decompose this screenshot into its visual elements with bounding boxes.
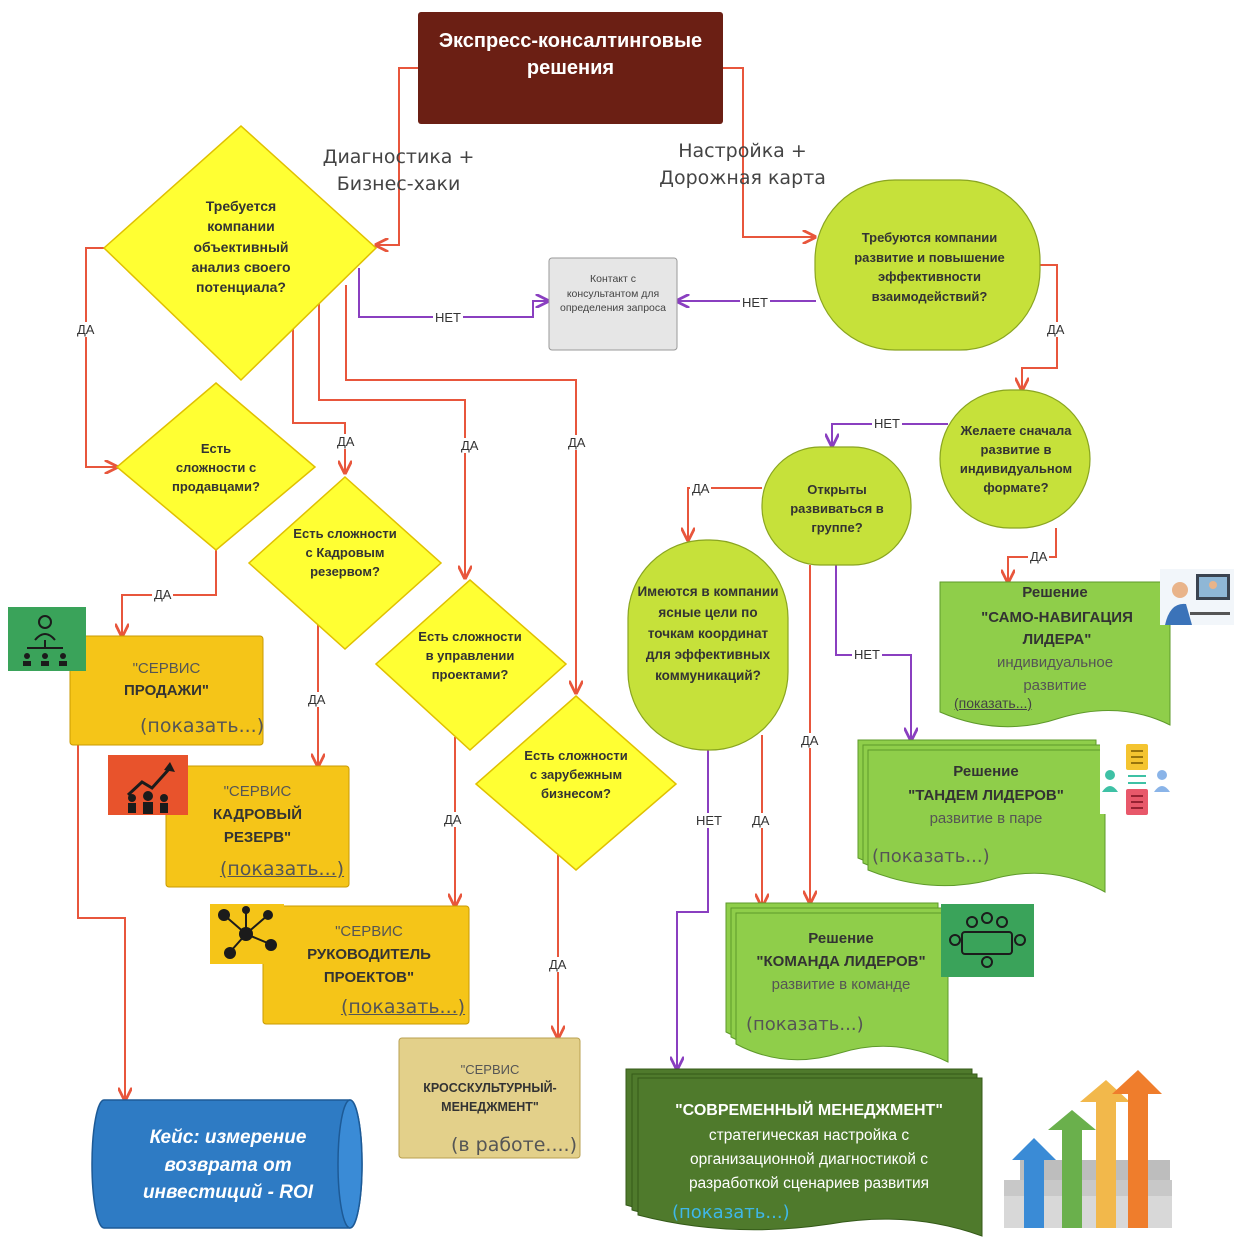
solution-self-sub: индивидуальное развитие bbox=[996, 654, 1114, 694]
edge-label-yes: ДА bbox=[459, 438, 481, 453]
service-sales-title2: ПРОДАЖИ" bbox=[123, 682, 210, 699]
intl-diamond bbox=[474, 695, 678, 871]
solution-self-name: "САМО-НАВИГАЦИЯ ЛИДЕРА" bbox=[981, 609, 1133, 648]
q5-shape bbox=[627, 539, 789, 751]
q1-diamond bbox=[102, 124, 378, 382]
edge-label-yes: ДА bbox=[335, 434, 357, 449]
edge-label-yes: ДА bbox=[799, 733, 821, 748]
solution-tandem-name: "ТАНДЕМ ЛИДЕРОВ" bbox=[908, 787, 1064, 804]
hr-question-text: Есть сложности с Кадровым резервом? bbox=[293, 526, 397, 579]
solution-modern-name: "СОВРЕМЕННЫЙ МЕНЕДЖМЕНТ" bbox=[675, 1102, 943, 1119]
service-pm-box bbox=[262, 905, 470, 1025]
service-hr-title3: РЕЗЕРВ" bbox=[223, 829, 292, 846]
solution-self-shape bbox=[939, 581, 1171, 728]
service-hr-link[interactable]: (показать...) bbox=[219, 858, 345, 880]
edge-label-no: НЕТ bbox=[872, 416, 902, 431]
video-call-icon bbox=[1160, 569, 1234, 625]
solution-modern-link[interactable]: (показать...) bbox=[672, 1202, 790, 1223]
solution-team-link[interactable]: (показать...) bbox=[746, 1014, 864, 1035]
q4-shape bbox=[761, 446, 912, 566]
q2-shape bbox=[814, 179, 1041, 351]
contact-box bbox=[548, 257, 678, 351]
title-box bbox=[418, 12, 723, 124]
network-people-icon bbox=[210, 904, 284, 964]
edge-label-no: НЕТ bbox=[694, 813, 724, 828]
edge-label-yes: ДА bbox=[690, 481, 712, 496]
solution-tandem-shape bbox=[867, 749, 1106, 893]
solution-team-name: "КОМАНДА ЛИДЕРОВ" bbox=[756, 953, 926, 970]
people-hierarchy-icon bbox=[8, 607, 86, 671]
branch-left-label: Диагностика + Бизнес-хаки bbox=[322, 146, 475, 195]
service-intl-link[interactable]: (в работе....) bbox=[450, 1134, 578, 1156]
edge-label-yes: ДА bbox=[750, 813, 772, 828]
q1-text: Требуется компании объективный анализ св… bbox=[191, 198, 291, 296]
solution-team-sub: развитие в команде bbox=[771, 976, 911, 993]
service-pm-title2: РУКОВОДИТЕЛЬ bbox=[307, 946, 431, 963]
solution-team-head: Решение bbox=[808, 930, 874, 947]
edge-label-yes: ДА bbox=[442, 812, 464, 827]
growth-people-icon bbox=[108, 755, 188, 815]
service-hr-title2: КАДРОВЫЙ bbox=[212, 806, 302, 823]
pair-exchange-icon bbox=[1100, 742, 1172, 815]
solution-team-shape bbox=[735, 912, 949, 1063]
solution-tandem-sub: развитие в паре bbox=[929, 810, 1043, 827]
branch-right-label: Настройка + Дорожная карта bbox=[659, 140, 826, 189]
sales-diamond bbox=[115, 382, 317, 551]
edge-label-yes: ДА bbox=[1028, 549, 1050, 564]
service-intl-title1: "СЕРВИС bbox=[460, 1062, 520, 1077]
solution-tandem-link[interactable]: (показать...) bbox=[872, 846, 990, 867]
edge-label-yes: ДА bbox=[75, 322, 97, 337]
solution-self-head: Решение bbox=[1022, 584, 1088, 601]
q3-text: Желаете сначала развитие в индивидуально… bbox=[959, 423, 1073, 495]
intl-question-text: Есть сложности с зарубежным бизнесом? bbox=[524, 748, 628, 801]
q4-text: Открыты развиваться в группе? bbox=[790, 482, 884, 535]
service-pm-title1: "СЕРВИС bbox=[335, 923, 403, 940]
solution-modern-shape bbox=[637, 1077, 983, 1237]
edge-label-yes: ДА bbox=[152, 587, 174, 602]
q2-text: Требуются компании развитие и повышение … bbox=[854, 230, 1005, 304]
service-pm-title3: ПРОЕКТОВ" bbox=[323, 969, 415, 986]
edge-label-yes: ДА bbox=[1045, 322, 1067, 337]
edge-label-no: НЕТ bbox=[433, 310, 463, 325]
sales-question-text: Есть сложности с продавцами? bbox=[172, 441, 260, 494]
edge-label-yes: ДА bbox=[547, 957, 569, 972]
q5-text: Имеются в компании ясные цели по точкам … bbox=[637, 584, 779, 683]
service-intl-title2: КРОССКУЛЬТУРНЫЙ- bbox=[423, 1081, 557, 1095]
service-pm-link[interactable]: (показать...) bbox=[340, 996, 466, 1018]
q3-shape bbox=[939, 389, 1091, 529]
edge-label-no: НЕТ bbox=[852, 647, 882, 662]
service-sales-title1: "СЕРВИС bbox=[132, 660, 201, 677]
solution-modern-sub: стратегическая настройка с организационн… bbox=[688, 1127, 930, 1193]
title-text: Экспресс-консалтинговые решения bbox=[438, 30, 703, 79]
contact-text: Контакт с консультантом для определения … bbox=[560, 273, 666, 315]
hr-diamond bbox=[247, 475, 443, 651]
service-sales-box bbox=[69, 635, 264, 746]
solution-self-link[interactable]: (показать...) bbox=[954, 695, 1033, 711]
pm-question-text: Есть сложности в управлении проектами? bbox=[418, 629, 522, 682]
team-meeting-icon bbox=[941, 904, 1034, 977]
pm-diamond bbox=[374, 578, 568, 752]
service-intl-box bbox=[398, 1037, 581, 1159]
service-hr-title1: "СЕРВИС bbox=[223, 783, 292, 800]
growth-stairs-icon bbox=[1004, 1070, 1172, 1228]
service-hr-box bbox=[165, 765, 350, 888]
edge-label-yes: ДА bbox=[566, 435, 588, 450]
service-intl-title3: МЕНЕДЖМЕНТ" bbox=[441, 1100, 539, 1114]
edge-label-no: НЕТ bbox=[740, 295, 770, 310]
roi-case-text: Кейс: измерение возврата от инвестиций -… bbox=[142, 1127, 314, 1204]
edge-label-yes: ДА bbox=[306, 692, 328, 707]
service-sales-link[interactable]: (показать...) bbox=[140, 715, 265, 737]
solution-tandem-head: Решение bbox=[953, 763, 1019, 780]
